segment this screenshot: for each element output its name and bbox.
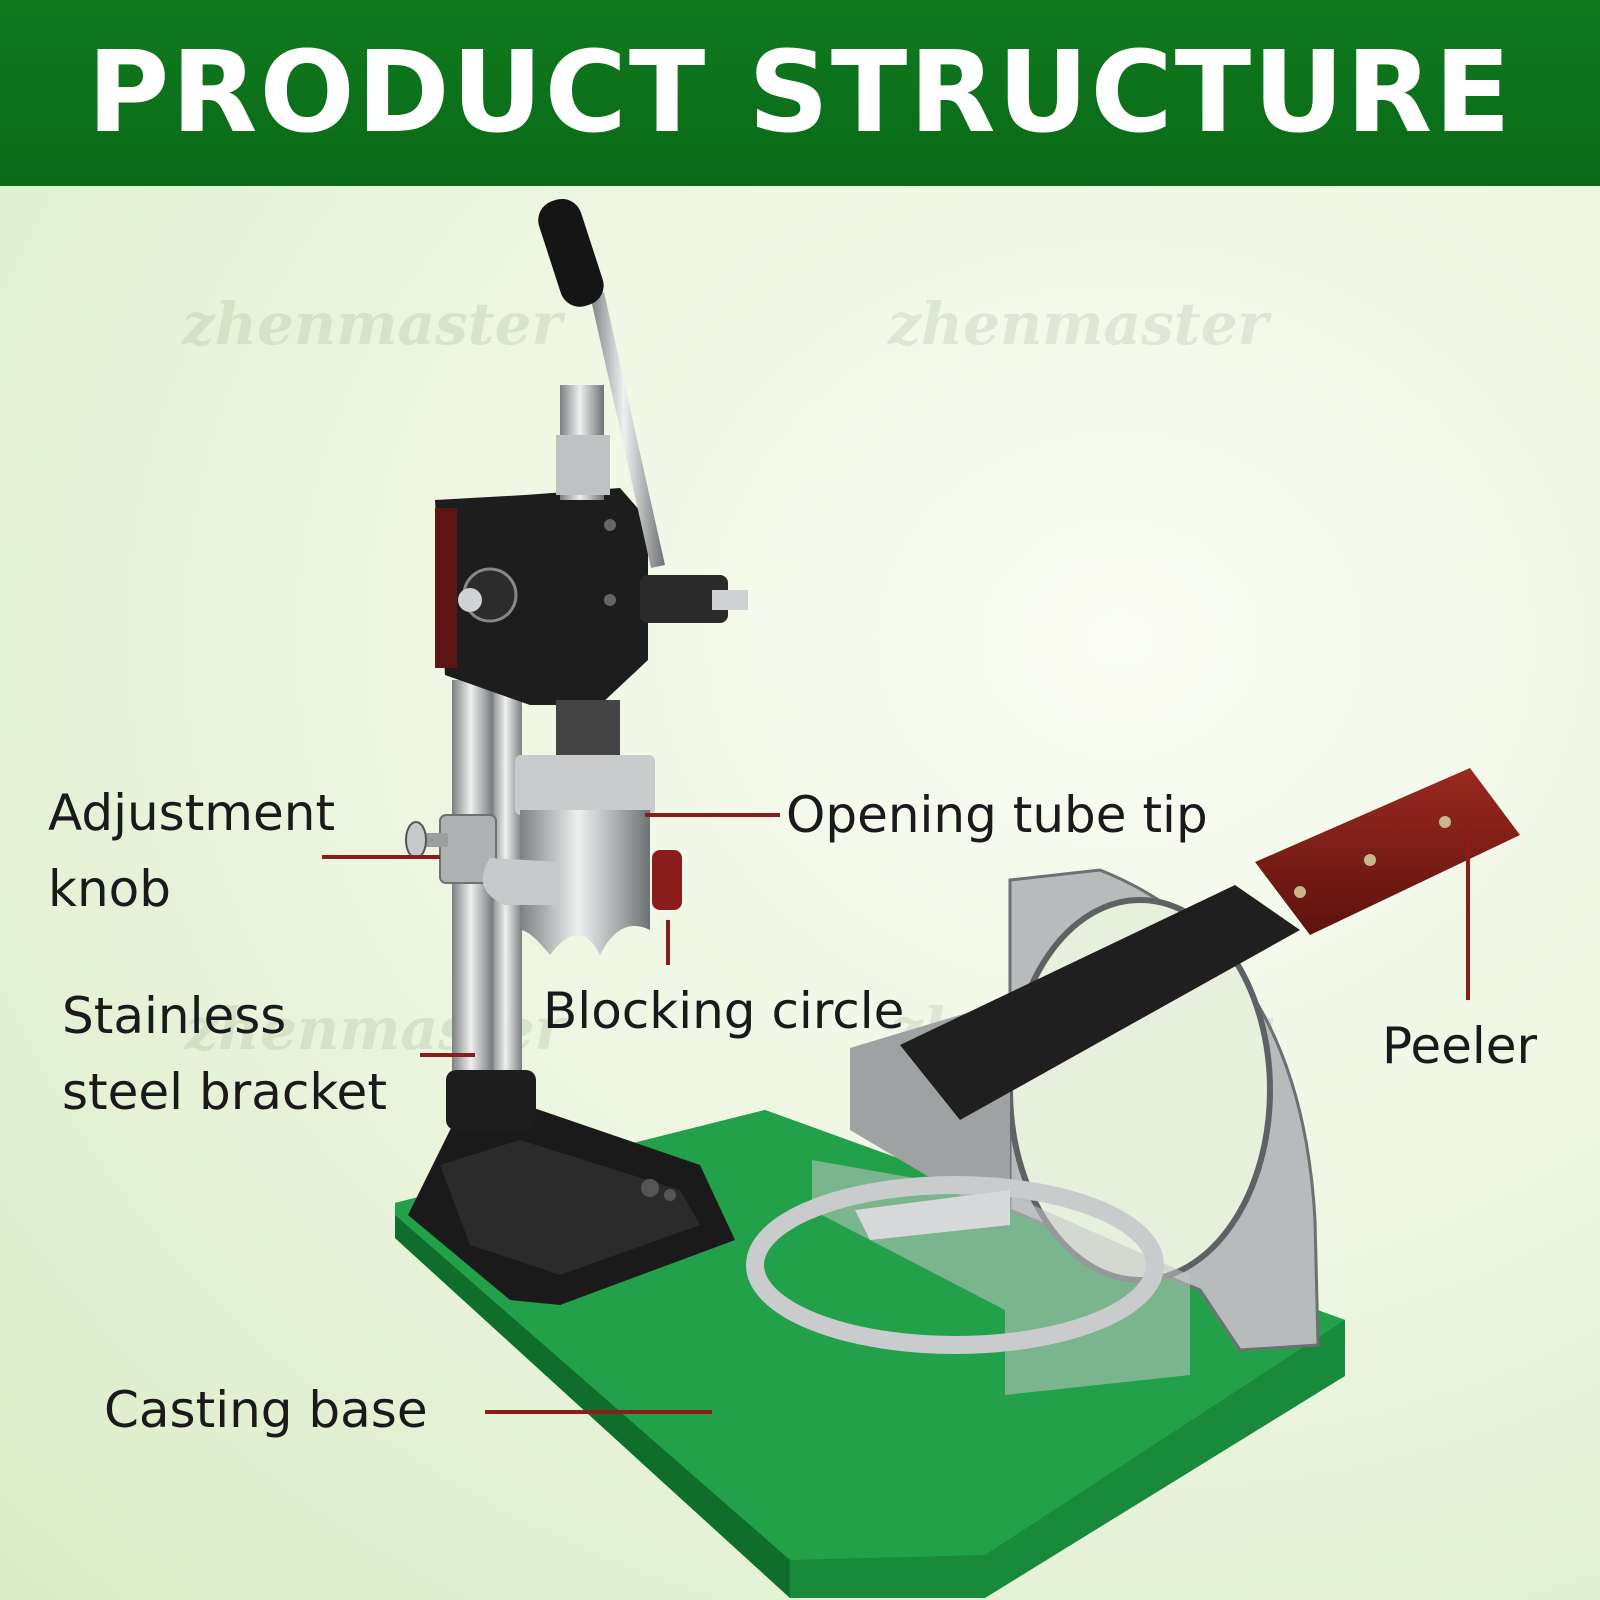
label-stainless-bracket: Stainless steel bracket — [62, 978, 387, 1130]
title-banner: PRODUCT STRUCTURE — [0, 0, 1600, 186]
adjustment-knob — [405, 814, 497, 884]
press-foot — [408, 1105, 735, 1305]
label-line: knob — [48, 860, 171, 918]
lever-handle — [538, 198, 665, 568]
label-line: Stainless — [62, 987, 287, 1045]
page-title: PRODUCT STRUCTURE — [87, 28, 1513, 158]
label-opening-tube-tip: Opening tube tip — [786, 786, 1208, 844]
label-adjustment-knob: Adjustment knob — [48, 775, 335, 927]
label-blocking-circle: Blocking circle — [543, 982, 905, 1040]
label-casting-base: Casting base — [104, 1381, 428, 1439]
label-peeler: Peeler — [1382, 1017, 1538, 1075]
blocking-ring — [746, 1176, 1164, 1354]
watermark: zhenmaster — [182, 290, 563, 358]
threaded-spindle — [556, 385, 610, 500]
watermark: zhenmaster — [888, 290, 1269, 358]
leader-lines — [322, 813, 1470, 1414]
peeler-blade — [900, 768, 1520, 1120]
label-line: Adjustment — [48, 784, 336, 842]
opening-tube — [482, 700, 682, 955]
press-head — [435, 488, 748, 705]
label-line: steel bracket — [62, 1063, 387, 1121]
